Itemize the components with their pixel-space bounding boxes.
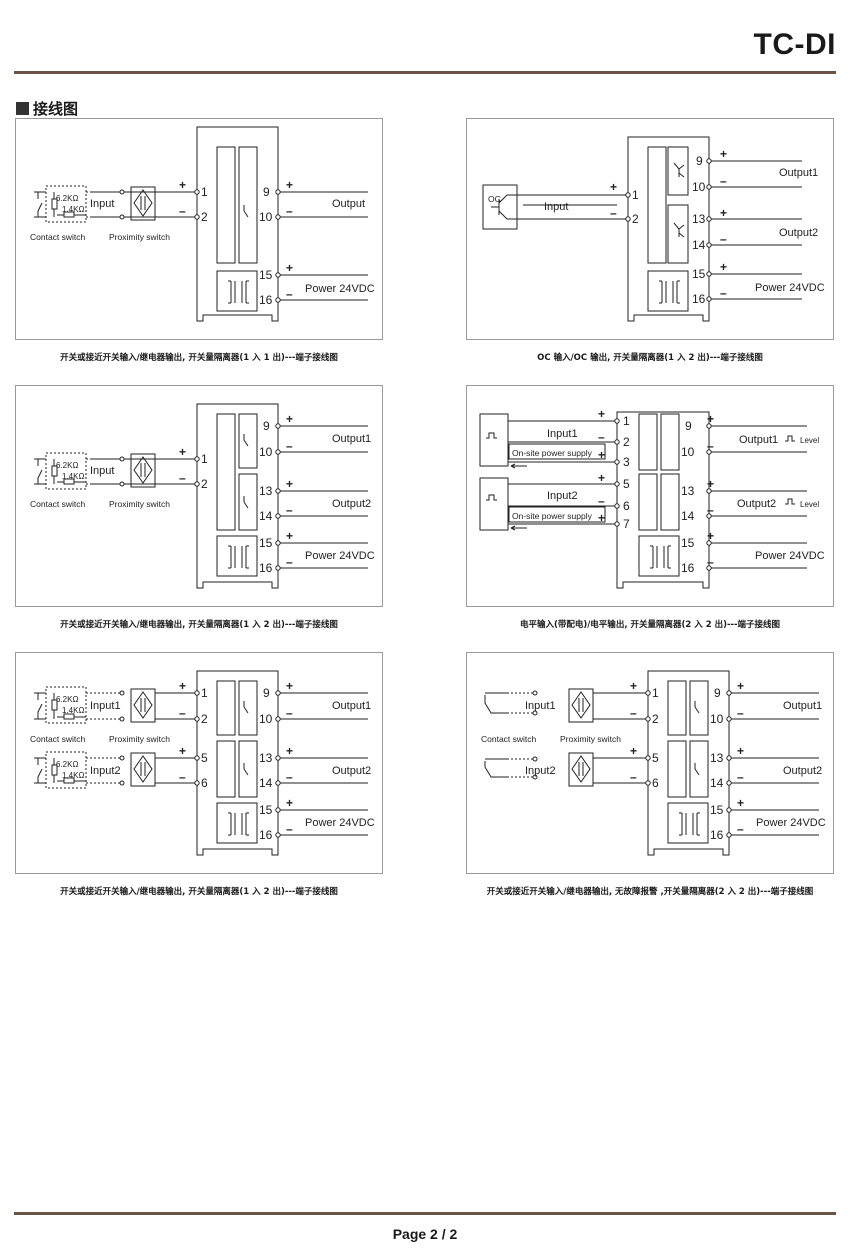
svg-text:–: – <box>286 770 293 784</box>
svg-text:+: + <box>286 796 293 810</box>
svg-text:+: + <box>286 744 293 758</box>
svg-text:+: + <box>737 796 744 810</box>
svg-text:–: – <box>286 439 293 453</box>
svg-text:+: + <box>720 147 727 161</box>
svg-text:+: + <box>179 744 186 758</box>
footer-divider <box>14 1212 836 1215</box>
svg-text:–: – <box>286 204 293 218</box>
svg-text:–: – <box>630 706 637 720</box>
svg-text:+: + <box>598 448 605 462</box>
wiring-diagram-5: + – + – + – + – + – 1 2 5 6 9 10 13 14 1… <box>15 652 383 874</box>
svg-text:+: + <box>598 407 605 421</box>
svg-text:–: – <box>286 822 293 836</box>
svg-text:+: + <box>286 529 293 543</box>
svg-text:+: + <box>707 529 714 543</box>
document-title: TC-DI <box>753 28 836 61</box>
svg-text:+: + <box>286 477 293 491</box>
svg-text:–: – <box>179 706 186 720</box>
svg-text:–: – <box>179 770 186 784</box>
svg-text:–: – <box>737 822 744 836</box>
wiring-diagram-3: + – + – + – + – 1 2 9 10 13 14 15 16 Inp… <box>15 385 383 607</box>
svg-text:+: + <box>179 679 186 693</box>
wiring-diagram-4: + – + + – + + – + – + – 1 2 3 5 6 7 9 10… <box>466 385 834 607</box>
svg-text:–: – <box>179 471 186 485</box>
svg-text:–: – <box>720 232 727 246</box>
svg-text:–: – <box>610 206 617 220</box>
wiring-diagram-6: + – + – + – + – + – 1 2 5 6 9 10 13 14 1… <box>466 652 834 874</box>
svg-text:+: + <box>707 412 714 426</box>
svg-text:+: + <box>286 412 293 426</box>
section-title-text: 接线图 <box>33 100 79 118</box>
svg-text:–: – <box>179 204 186 218</box>
svg-text:+: + <box>720 260 727 274</box>
svg-text:+: + <box>286 261 293 275</box>
svg-text:+: + <box>737 744 744 758</box>
svg-text:–: – <box>737 706 744 720</box>
svg-text:–: – <box>707 439 714 453</box>
svg-text:–: – <box>598 494 605 508</box>
diagram-5-caption: 开关或接近开关输入/继电器输出, 开关量隔离器(1 入 2 出)---端子接线图 <box>60 887 338 897</box>
svg-text:–: – <box>286 555 293 569</box>
diagram-1-caption: 开关或接近开关输入/继电器输出, 开关量隔离器(1 入 1 出)---端子接线图 <box>60 353 338 363</box>
diagram-2-caption: OC 输入/OC 输出, 开关量隔离器(1 入 2 出)---端子接线图 <box>537 353 763 363</box>
svg-text:–: – <box>630 770 637 784</box>
svg-text:–: – <box>707 503 714 517</box>
svg-text:–: – <box>598 430 605 444</box>
header-divider <box>14 71 836 74</box>
svg-text:+: + <box>598 471 605 485</box>
svg-text:–: – <box>720 174 727 188</box>
square-bullet-icon <box>16 102 29 115</box>
svg-text:–: – <box>737 770 744 784</box>
svg-text:+: + <box>630 744 637 758</box>
svg-text:+: + <box>598 511 605 525</box>
section-title: 接线图 <box>16 98 78 119</box>
diagram-4-caption: 电平输入(带配电)/电平输出, 开关量隔离器(2 入 2 出)---端子接线图 <box>519 620 781 630</box>
svg-text:+: + <box>630 679 637 693</box>
diagram-3-caption: 开关或接近开关输入/继电器输出, 开关量隔离器(1 入 2 出)---端子接线图 <box>60 620 338 630</box>
svg-text:+: + <box>707 477 714 491</box>
svg-text:–: – <box>720 286 727 300</box>
svg-text:+: + <box>179 445 186 459</box>
wiring-diagram-2: + – + – + – + – 1 2 9 10 13 14 15 16 OC … <box>466 118 834 340</box>
svg-text:+: + <box>286 178 293 192</box>
svg-text:+: + <box>610 180 617 194</box>
svg-text:–: – <box>286 287 293 301</box>
svg-text:–: – <box>286 706 293 720</box>
svg-text:+: + <box>286 679 293 693</box>
svg-text:+: + <box>737 679 744 693</box>
svg-text:+: + <box>720 206 727 220</box>
page-number: Page 2 / 2 <box>392 1226 458 1242</box>
wiring-diagram-1: + – + – + – 1 2 9 10 15 16 Input 6.2KΩ 1… <box>15 118 383 340</box>
svg-text:–: – <box>286 503 293 517</box>
svg-text:+: + <box>179 178 186 192</box>
diagram-6-caption: 开关或接近开关输入/继电器输出, 无故障报警 ,开关量隔离器(2 入 2 出)-… <box>486 887 814 897</box>
svg-text:–: – <box>707 555 714 569</box>
